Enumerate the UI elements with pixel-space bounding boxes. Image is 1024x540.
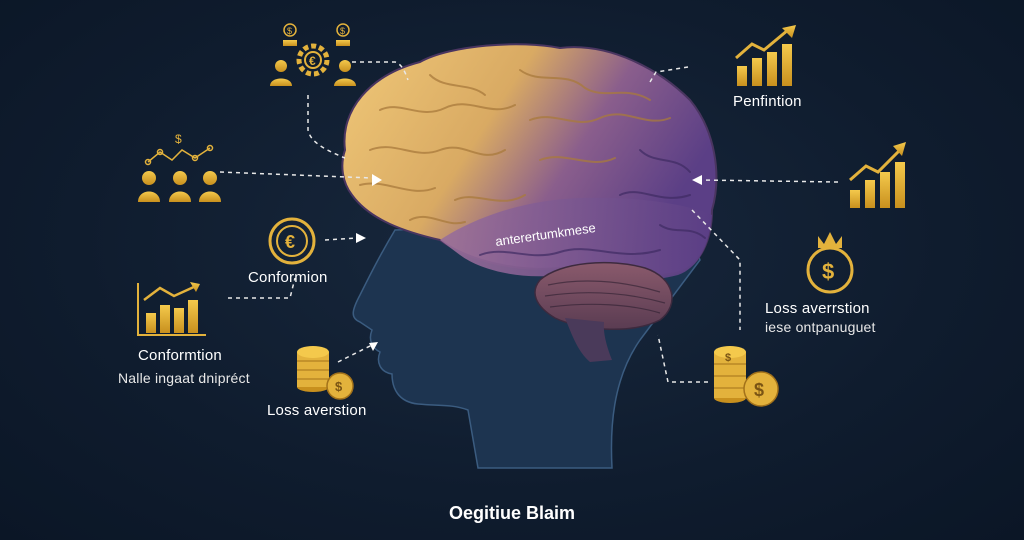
label-conformtion: Conformtion	[138, 347, 222, 364]
label-loss-averstion-right: Loss averrstion	[765, 300, 870, 317]
brain-cerebellum	[534, 261, 673, 331]
svg-text:€: €	[309, 54, 316, 68]
people-network-icon: $	[138, 132, 221, 202]
bar-chart-up-icon	[137, 282, 206, 336]
label-penfintion: Penfintion	[733, 93, 802, 110]
brain-folds	[359, 69, 671, 225]
money-bag-icon: $	[806, 232, 854, 294]
euro-coin-icon: €	[268, 217, 316, 265]
label-iese: iese ontpanuguet	[765, 319, 876, 335]
svg-text:$: $	[754, 380, 764, 400]
connector-arrowheads	[356, 174, 702, 351]
brain-temporal-lobe	[440, 197, 712, 281]
svg-text:$: $	[725, 352, 731, 364]
brain-stem	[565, 318, 612, 362]
bar-chart-up-icon	[849, 142, 906, 208]
coin-stack-dollar-icon: $ $	[714, 346, 779, 407]
svg-text:€: €	[285, 232, 295, 252]
svg-text:$: $	[175, 132, 182, 146]
bar-chart-up-icon	[735, 25, 796, 86]
label-loss-averstion-left: Loss averstion	[267, 402, 367, 419]
coin-stack-icon: $	[297, 346, 354, 400]
connector-lines	[219, 61, 839, 383]
svg-text:$: $	[335, 379, 343, 394]
svg-text:$: $	[340, 26, 345, 36]
label-nalle: Nalle ingaat dnipréct	[118, 370, 250, 386]
people-euro-gear-icon: € $ $	[270, 23, 356, 86]
label-conformion: Conformion	[248, 269, 328, 286]
svg-text:$: $	[287, 26, 292, 36]
svg-text:$: $	[822, 259, 834, 284]
brain-illustration: anterertumkmese	[341, 43, 718, 362]
diagram-title: Oegitiue Blaim	[448, 503, 576, 523]
